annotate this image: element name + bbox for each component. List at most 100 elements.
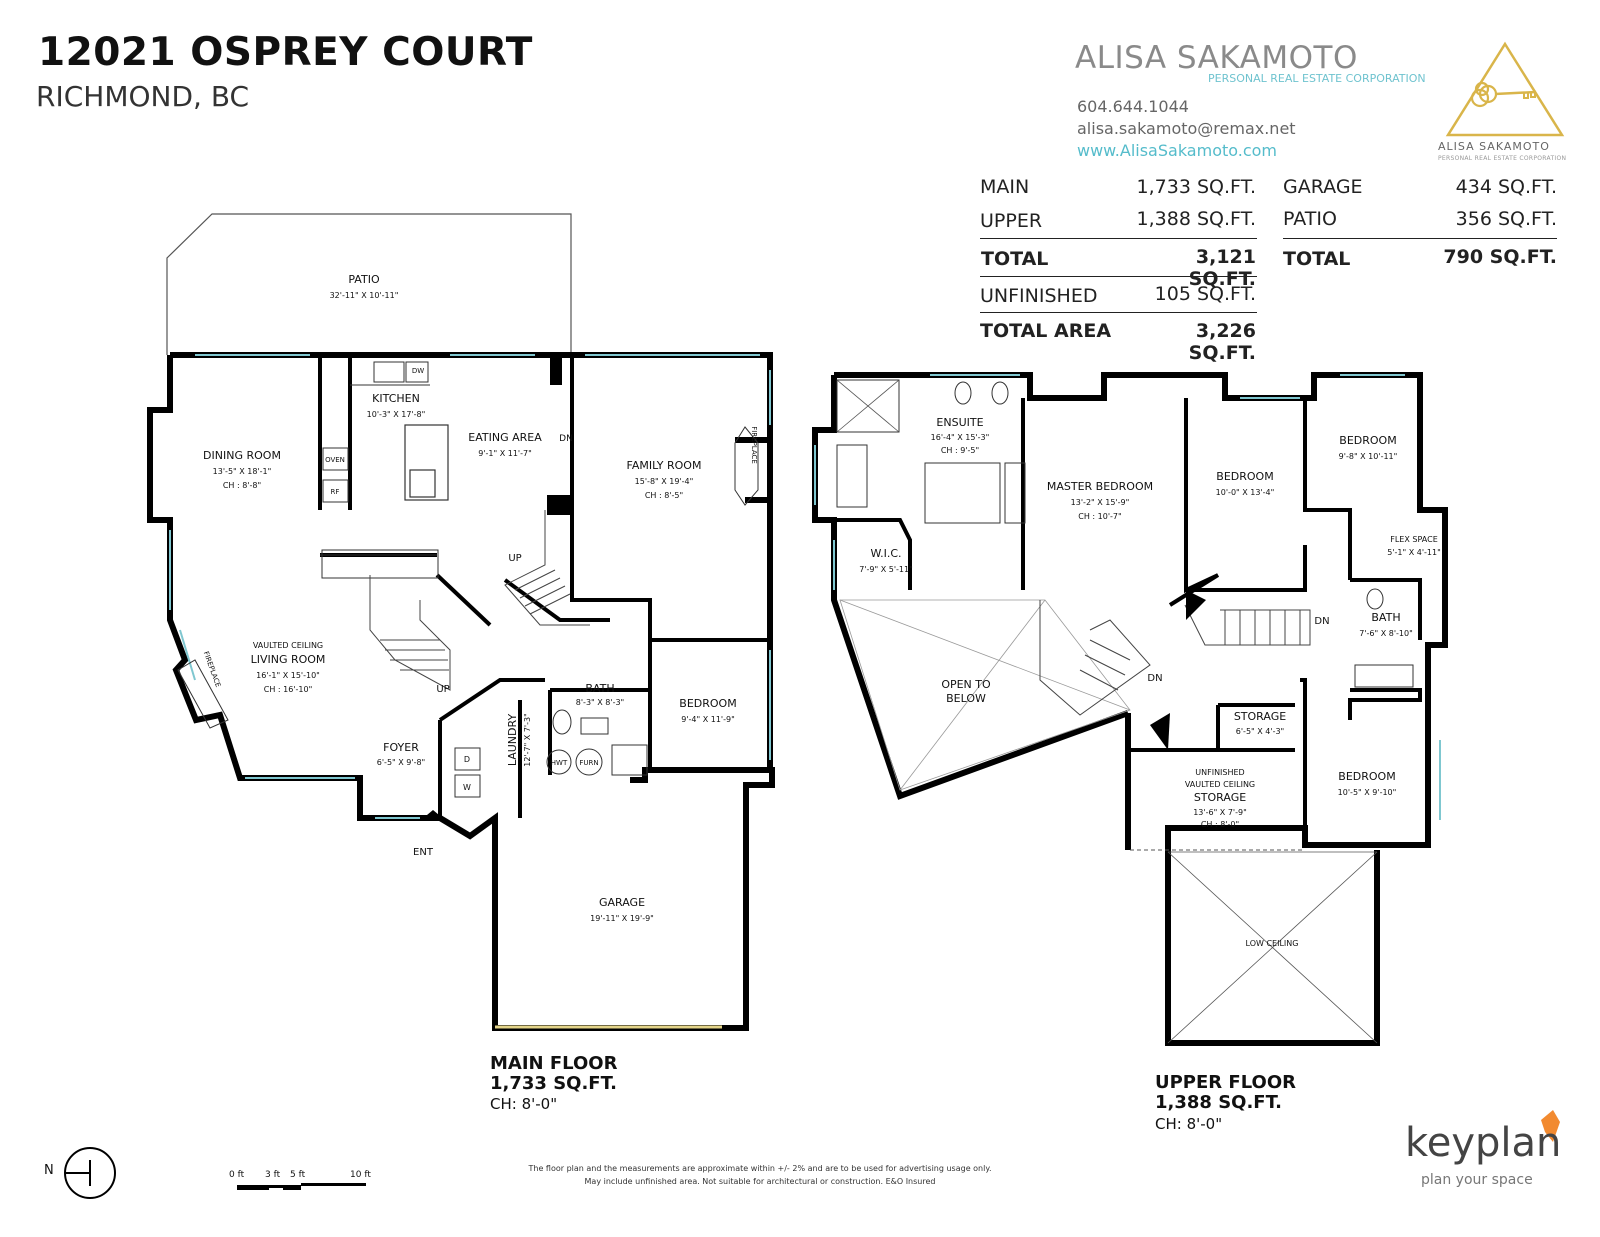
upper-floor-title: UPPER FLOOR (1155, 1072, 1297, 1093)
logo-key-ring-icon (1474, 81, 1490, 97)
hot-water-tank-label: HWT (551, 759, 568, 767)
entrance-label: ENT (413, 847, 434, 858)
disclaimer-line: May include unfinished area. Not suitabl… (584, 1177, 936, 1186)
patio-dim: 32'-11" X 10'-11" (330, 291, 399, 300)
area-label: TOTAL (1283, 248, 1351, 270)
area-value: 105 SQ.FT. (1154, 283, 1256, 305)
bedroom-2-dim: 10'-0" X 13'-4" (1216, 488, 1275, 497)
main-stairs (369, 510, 590, 691)
scale-tick-label: 0 ft (229, 1170, 245, 1180)
stairs-up-label: UP (436, 684, 449, 695)
patio-label: PATIO (348, 273, 380, 286)
dining-room-label: DINING ROOM (203, 449, 281, 462)
agent-logo (1445, 41, 1565, 137)
logo-key-teeth-icon (1523, 92, 1536, 99)
area-value: 1,388 SQ.FT. (1136, 208, 1256, 230)
area-divider (980, 238, 1257, 239)
north-label: N (44, 1163, 54, 1178)
disclaimer: The floor plan and the measurements are … (420, 1162, 1100, 1188)
property-city: RICHMOND, BC (36, 80, 250, 113)
flex-space-label: FLEX SPACE (1390, 535, 1438, 544)
laundry-dim: 12'-7" X 7'-3" (523, 713, 532, 767)
family-room-label: FAMILY ROOM (627, 459, 702, 472)
low-ceiling-label: LOW CEILING (1246, 939, 1299, 948)
oven-label: OVEN (325, 456, 345, 464)
room-labels: PATIO 32'-11" X 10'-11" KITCHEN 10'-3" X… (202, 273, 1441, 948)
area-value: 356 SQ.FT. (1455, 208, 1557, 230)
area-value: 3,226 SQ.FT. (1188, 320, 1256, 364)
unfinished-label: UNFINISHED (1195, 768, 1244, 777)
storage-label: STORAGE (1234, 710, 1286, 723)
upper-floor-plan (812, 372, 1448, 1046)
walk-in-closet-label: W.I.C. (870, 547, 901, 560)
upper-floor-ceiling: CH: 8'-0" (1155, 1115, 1223, 1133)
main-bath-dim: 8'-3" X 8'-3" (576, 698, 624, 707)
area-value: 434 SQ.FT. (1455, 176, 1557, 198)
dishwasher-label: DW (412, 367, 424, 375)
area-label: MAIN (980, 176, 1030, 198)
main-floor-ceiling: CH: 8'-0" (490, 1095, 558, 1113)
stairs-up-label: UP (508, 553, 521, 564)
kitchen-dim: 10'-3" X 17'-8" (367, 410, 426, 419)
bedroom-4-label: BEDROOM (1338, 770, 1395, 783)
dining-room-ch: CH : 8'-8" (223, 481, 261, 490)
patio-outline (166, 213, 572, 355)
upper-stairs (1039, 600, 1311, 716)
flex-space-dim: 5'-1" X 4'-11" (1387, 548, 1441, 557)
upper-bath-label: BATH (1371, 611, 1400, 624)
low-ceiling-area (1167, 851, 1378, 1044)
main-bedroom-dim: 9'-4" X 11'-9" (681, 715, 735, 724)
keyplan-tagline: plan your space (1421, 1172, 1533, 1188)
open-to-below-label: OPEN TO (941, 678, 991, 691)
upper-bath-dim: 7'-6" X 8'-10" (1359, 629, 1413, 638)
area-label: TOTAL AREA (980, 320, 1112, 342)
bedroom-3-dim: 9'-8" X 10'-11" (1339, 452, 1398, 461)
area-value: 3,121 SQ.FT. (1188, 246, 1256, 290)
main-floor-title: MAIN FLOOR (490, 1053, 618, 1074)
ensuite-ch: CH : 9'-5" (941, 446, 979, 455)
logo-key-shaft-icon (1494, 90, 1537, 96)
ensuite-label: ENSUITE (936, 416, 983, 429)
property-address: 12021 OSPREY COURT (38, 30, 533, 75)
fireplace-label: FIREPLACE (202, 650, 222, 688)
master-bedroom-ch: CH : 10'-7" (1078, 512, 1121, 521)
storage-dim: 6'-5" X 4'-3" (1236, 727, 1284, 736)
dryer-label: D (464, 755, 470, 764)
area-divider (980, 276, 1257, 277)
living-room-label: LIVING ROOM (251, 653, 326, 666)
bedroom-4-dim: 10'-5" X 9'-10" (1338, 788, 1397, 797)
stairs-down-label: DN (1147, 673, 1162, 684)
disclaimer-line: The floor plan and the measurements are … (528, 1164, 992, 1173)
master-bedroom-dim: 13'-2" X 15'-9" (1071, 498, 1130, 507)
master-bedroom-label: MASTER BEDROOM (1047, 480, 1153, 493)
unfinished-storage-ch: CH : 8'-0" (1201, 820, 1239, 829)
garage-dim: 19'-11" X 19'-9" (590, 914, 654, 923)
laundry-label: LAUNDRY (506, 714, 519, 767)
area-divider (980, 312, 1257, 313)
north-arrow (64, 1147, 116, 1199)
eating-area-dim: 9'-1" X 11'-7" (478, 449, 532, 458)
scale-tick-label: 3 ft (265, 1170, 281, 1180)
area-divider (1283, 238, 1557, 239)
area-value: 1,733 SQ.FT. (1136, 176, 1256, 198)
open-to-below-area (839, 599, 1131, 791)
agent-name: ALISA SAKAMOTO (1075, 40, 1358, 76)
upper-windows (814, 374, 1441, 820)
scale-bar: 0 ft 3 ft 5 ft 10 ft (229, 1170, 371, 1190)
logo-caption-sub: PERSONAL REAL ESTATE CORPORATION (1438, 155, 1567, 162)
agent-email: alisa.sakamoto@remax.net (1077, 119, 1296, 138)
living-room-vaulted: VAULTED CEILING (253, 641, 323, 650)
bedroom-2-label: BEDROOM (1216, 470, 1273, 483)
keyplan-logo: keyplan (1405, 1120, 1562, 1166)
kitchen-label: KITCHEN (372, 392, 420, 405)
agent-subtitle: PERSONAL REAL ESTATE CORPORATION (1208, 72, 1426, 85)
furnace-label: FURN (579, 759, 598, 767)
agent-phone: 604.644.1044 (1077, 97, 1189, 116)
scale-tick-label: 5 ft (290, 1170, 306, 1180)
main-floor-plan (147, 213, 775, 1031)
unfinished-storage-dim: 13'-6" X 7'-9" (1193, 808, 1247, 817)
logo-caption: ALISA SAKAMOTO (1438, 140, 1550, 153)
agent-website[interactable]: www.AlisaSakamoto.com (1077, 141, 1278, 160)
fridge-label: RF (331, 488, 340, 496)
